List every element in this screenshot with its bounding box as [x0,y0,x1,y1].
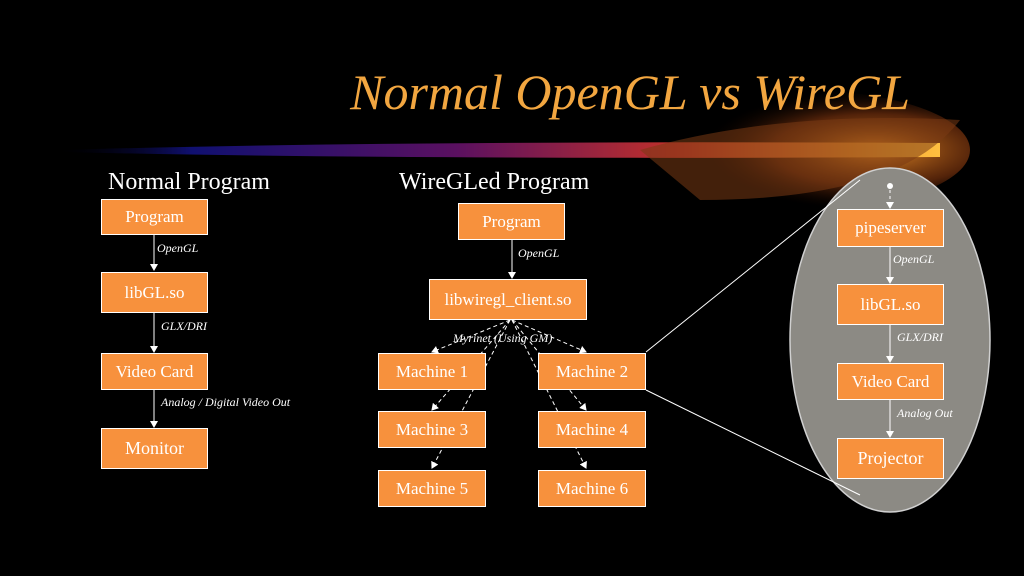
wiregl-client-box: libwiregl_client.so [429,279,587,320]
normal-program-box: Program [101,199,208,235]
zoom-line-top [645,179,861,353]
zoom-line-bottom [645,389,861,496]
machine-1-box: Machine 1 [378,353,486,390]
wiregl-heading: WireGLed Program [399,169,590,195]
pipeserver-box: pipeserver [837,209,944,247]
title-swoosh [60,90,970,210]
server-analog-label: Analog Out [897,406,953,420]
normal-videocard-box: Video Card [101,353,208,390]
server-glx-label: GLX/DRI [897,330,943,344]
myrinet-label: Myrinet (Using GM) [453,331,553,345]
normal-libgl-box: libGL.so [101,272,208,313]
projector-box: Projector [837,438,944,479]
machine-4-box: Machine 4 [538,411,646,448]
wiregl-opengl-label: OpenGL [518,246,560,260]
machine-2-box: Machine 2 [538,353,646,390]
normal-analog-label: Analog / Digital Video Out [161,395,291,409]
machine-5-box: Machine 5 [378,470,486,507]
server-libgl-box: libGL.so [837,284,944,325]
wiregl-program-box: Program [458,203,565,240]
slide-title: Normal OpenGL vs WireGL [350,64,910,120]
server-entry-dot [887,183,893,189]
machine-6-box: Machine 6 [538,470,646,507]
normal-heading: Normal Program [108,169,270,195]
machine-3-box: Machine 3 [378,411,486,448]
server-opengl-label: OpenGL [893,252,935,266]
normal-opengl-label: OpenGL [157,241,199,255]
normal-glx-label: GLX/DRI [161,319,207,333]
server-videocard-box: Video Card [837,363,944,400]
monitor-box: Monitor [101,428,208,469]
